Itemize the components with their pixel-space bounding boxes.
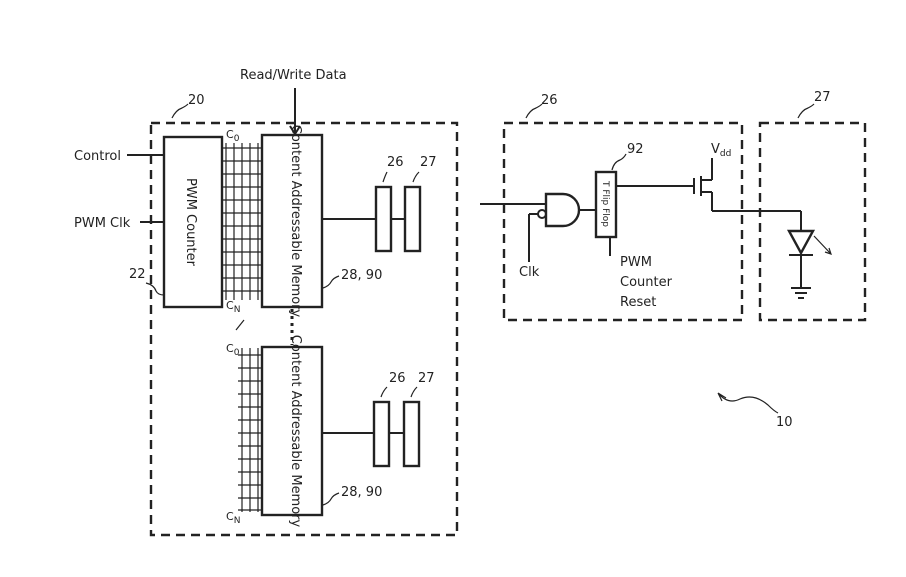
bus-break-mark: [236, 320, 244, 330]
upper-element-26: [376, 187, 391, 251]
upper-ref-28-90: 28, 90: [341, 268, 382, 283]
lower-element-27: [404, 402, 419, 466]
ground-icon: [791, 288, 811, 298]
lower-ref-28-90: 28, 90: [341, 485, 382, 500]
ref-22: 22: [129, 267, 146, 282]
and-gate: [546, 194, 579, 226]
ref-20: 20: [188, 93, 205, 108]
led-diode: [789, 231, 813, 253]
upper-cam-label: Content Addressable Memory: [288, 125, 303, 318]
upper-c0-label: C0: [226, 128, 240, 144]
pwm-counter-reset-line2: Counter: [620, 275, 673, 290]
lower-cam-label: Content Addressable Memory: [288, 335, 303, 528]
ref-27-block-leader: [798, 104, 814, 118]
lower-c0-label: C0: [226, 342, 240, 358]
upper-ref-27-leader: [413, 172, 419, 182]
ref-26-block-leader: [526, 104, 542, 118]
upper-element-27: [405, 187, 420, 251]
upper-bus-grid: [222, 143, 262, 300]
ref-26-block: 26: [541, 93, 558, 108]
lower-ref-26-leader: [381, 387, 387, 397]
pwm-counter-reset-line3: Reset: [620, 295, 656, 310]
ref-27-block: 27: [814, 90, 831, 105]
ref-20-leader: [172, 104, 188, 118]
ref-92-leader: [612, 154, 626, 170]
ref-10-leader: [718, 393, 778, 413]
lower-ref-26: 26: [389, 371, 406, 386]
block-27-boundary: [760, 123, 865, 320]
upper-ref-27: 27: [420, 155, 437, 170]
vdd-label: Vdd: [711, 142, 731, 159]
lower-bus-grid: [238, 348, 262, 512]
ref-10: 10: [776, 415, 793, 430]
t-flip-flop-label: T Flip Flop: [600, 180, 610, 227]
lower-ref-27: 27: [418, 371, 435, 386]
pwm-clk-label: PWM Clk: [74, 216, 131, 231]
ref-92: 92: [627, 142, 644, 157]
led-emission-arrow: [814, 236, 831, 254]
lower-element-26: [374, 402, 389, 466]
upper-cn-label: CN: [226, 299, 240, 315]
clk-label: Clk: [519, 265, 540, 280]
upper-ref-26: 26: [387, 155, 404, 170]
read-write-data-label: Read/Write Data: [240, 68, 347, 83]
transistor: [701, 167, 712, 211]
block-26-boundary: [504, 123, 742, 320]
upper-ref-28-leader: [323, 276, 339, 288]
control-label: Control: [74, 149, 121, 164]
pwm-counter-reset-line1: PWM: [620, 255, 652, 270]
pwm-counter-label: PWM Counter: [183, 178, 198, 267]
upper-ref-26-leader: [383, 172, 387, 182]
lower-cn-label: CN: [226, 510, 240, 526]
lower-ref-28-leader: [323, 493, 339, 505]
lower-ref-27-leader: [411, 387, 417, 397]
ref-22-leader: [146, 283, 164, 295]
